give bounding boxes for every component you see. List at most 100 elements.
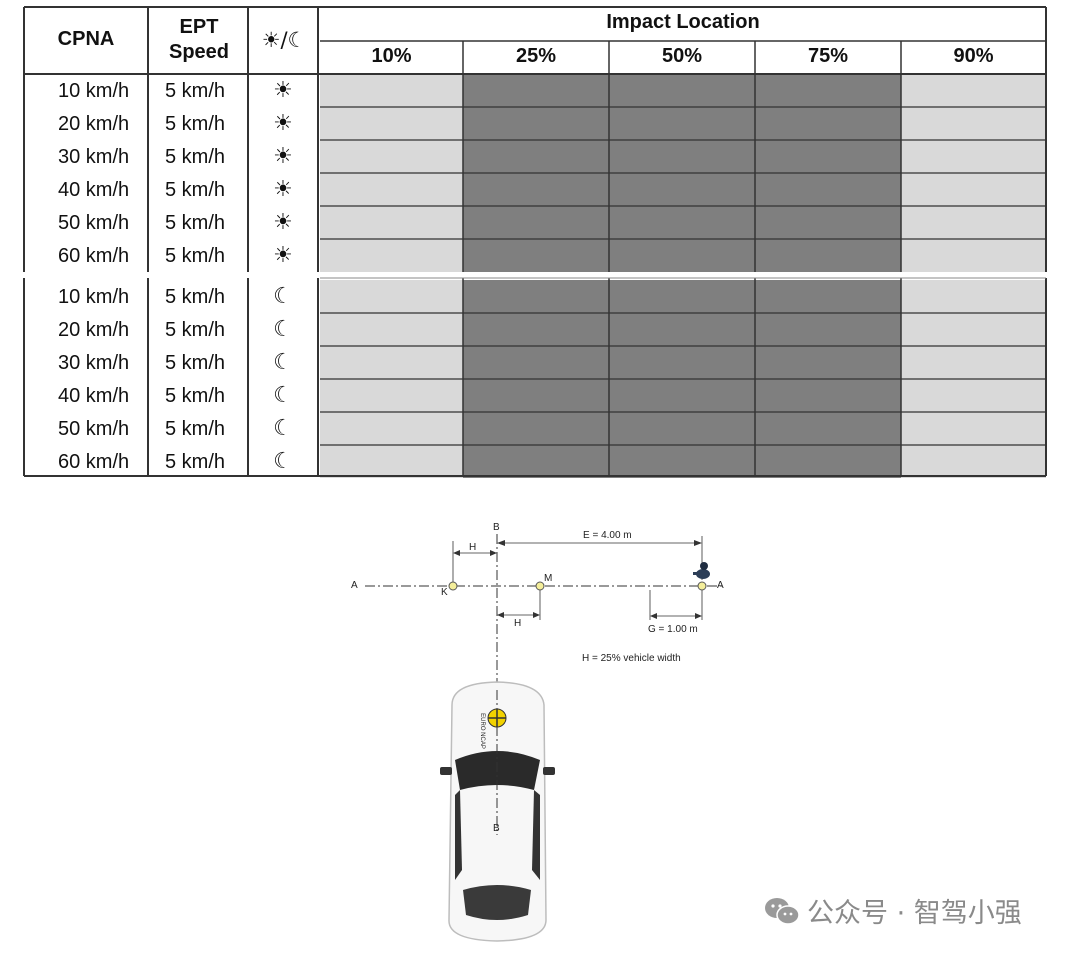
impact-cell	[901, 445, 1046, 478]
impact-cell	[320, 107, 463, 140]
scooter-rider-icon	[693, 562, 710, 579]
cell-cpna-speed: 20 km/h	[58, 113, 130, 135]
impact-cell	[755, 346, 901, 379]
moon-icon: ☾	[273, 350, 293, 375]
impact-cell	[609, 74, 755, 107]
cell-ept-speed: 5 km/h	[165, 319, 226, 341]
cell-cpna-speed: 30 km/h	[58, 146, 130, 168]
cell-cpna-speed: 40 km/h	[58, 385, 130, 407]
impact-column-header: 10%	[371, 45, 412, 67]
cell-ept-speed: 5 km/h	[165, 245, 226, 267]
impact-cell	[320, 140, 463, 173]
impact-cell	[755, 280, 901, 313]
impact-cell	[320, 346, 463, 379]
sun-icon: ☀	[273, 243, 293, 268]
impact-cell	[609, 173, 755, 206]
impact-cell	[901, 379, 1046, 412]
header-impact-location: Impact Location	[606, 11, 760, 33]
moon-icon: ☾	[273, 284, 293, 309]
impact-cell	[755, 313, 901, 346]
point-m	[535, 581, 545, 591]
impact-cell	[463, 379, 609, 412]
impact-column-header: 50%	[661, 45, 703, 67]
day-night-separator	[23, 272, 1047, 278]
car-logo-text: EURO NCAP	[478, 713, 485, 749]
impact-cell	[463, 239, 609, 272]
impact-cell	[901, 140, 1046, 173]
cell-ept-speed: 5 km/h	[165, 80, 226, 102]
cell-ept-speed: 5 km/h	[165, 418, 226, 440]
impact-cell	[609, 107, 755, 140]
impact-cell	[901, 173, 1046, 206]
impact-column-header: 75%	[807, 45, 849, 67]
impact-cell	[320, 74, 463, 107]
impact-cell	[609, 346, 755, 379]
cell-ept-speed: 5 km/h	[165, 352, 226, 374]
cell-cpna-speed: 60 km/h	[58, 245, 130, 267]
impact-cell	[463, 346, 609, 379]
impact-cell	[320, 445, 463, 478]
moon-icon: ☾	[273, 416, 293, 441]
impact-cells	[320, 74, 1046, 478]
watermark-text: 公众号 · 智驾小强	[807, 898, 1022, 929]
impact-cell	[901, 107, 1046, 140]
impact-cell	[901, 239, 1046, 272]
cell-cpna-speed: 50 km/h	[58, 418, 130, 440]
impact-cell	[463, 206, 609, 239]
impact-cell	[609, 445, 755, 478]
label-k: K	[441, 587, 448, 598]
cell-cpna-speed: 30 km/h	[58, 352, 130, 374]
impact-cell	[901, 206, 1046, 239]
impact-cell	[901, 412, 1046, 445]
label-a-left: A	[351, 580, 358, 591]
impact-cell	[463, 74, 609, 107]
cell-cpna-speed: 50 km/h	[58, 212, 130, 234]
impact-cell	[463, 280, 609, 313]
cell-ept-speed: 5 km/h	[165, 385, 226, 407]
impact-cell	[320, 280, 463, 313]
impact-cell	[463, 140, 609, 173]
impact-cell	[755, 107, 901, 140]
impact-cell	[609, 379, 755, 412]
cell-cpna-speed: 10 km/h	[58, 80, 130, 102]
impact-cell	[320, 379, 463, 412]
impact-cell	[609, 280, 755, 313]
cell-ept-speed: 5 km/h	[165, 113, 226, 135]
label-e: E = 4.00 m	[583, 530, 632, 541]
impact-cell	[320, 313, 463, 346]
cell-ept-speed: 5 km/h	[165, 179, 226, 201]
impact-cell	[609, 412, 755, 445]
impact-cell	[755, 173, 901, 206]
impact-cell	[755, 74, 901, 107]
cell-cpna-speed: 60 km/h	[58, 451, 130, 473]
header-light-condition: ☀/☾	[261, 28, 307, 52]
impact-cell	[463, 107, 609, 140]
wechat-icon	[765, 897, 800, 925]
impact-cell	[609, 206, 755, 239]
label-b-top: B	[493, 522, 500, 533]
table-grid-lines	[23, 6, 1047, 477]
moon-icon: ☾	[273, 383, 293, 408]
label-h-top: H	[469, 542, 477, 553]
cell-ept-speed: 5 km/h	[165, 286, 226, 308]
impact-cell	[463, 173, 609, 206]
impact-cell	[463, 313, 609, 346]
watermark: 公众号 · 智驾小强	[763, 891, 1022, 930]
header-ept-line1: EPT	[179, 16, 219, 38]
impact-cell	[755, 379, 901, 412]
cell-cpna-speed: 10 km/h	[58, 286, 130, 308]
diagram-note: H = 25% vehicle width	[582, 653, 681, 664]
impact-cell	[463, 412, 609, 445]
point-k	[448, 581, 458, 591]
sun-icon: ☀	[273, 144, 293, 169]
impact-cell	[901, 280, 1046, 313]
impact-cell	[901, 74, 1046, 107]
header-cpna: CPNA	[57, 28, 115, 50]
moon-icon: ☾	[273, 317, 293, 342]
impact-cell	[320, 412, 463, 445]
header-ept-line2: Speed	[168, 41, 230, 63]
impact-cell	[755, 239, 901, 272]
label-m: M	[544, 573, 553, 584]
sun-icon: ☀	[273, 78, 293, 103]
